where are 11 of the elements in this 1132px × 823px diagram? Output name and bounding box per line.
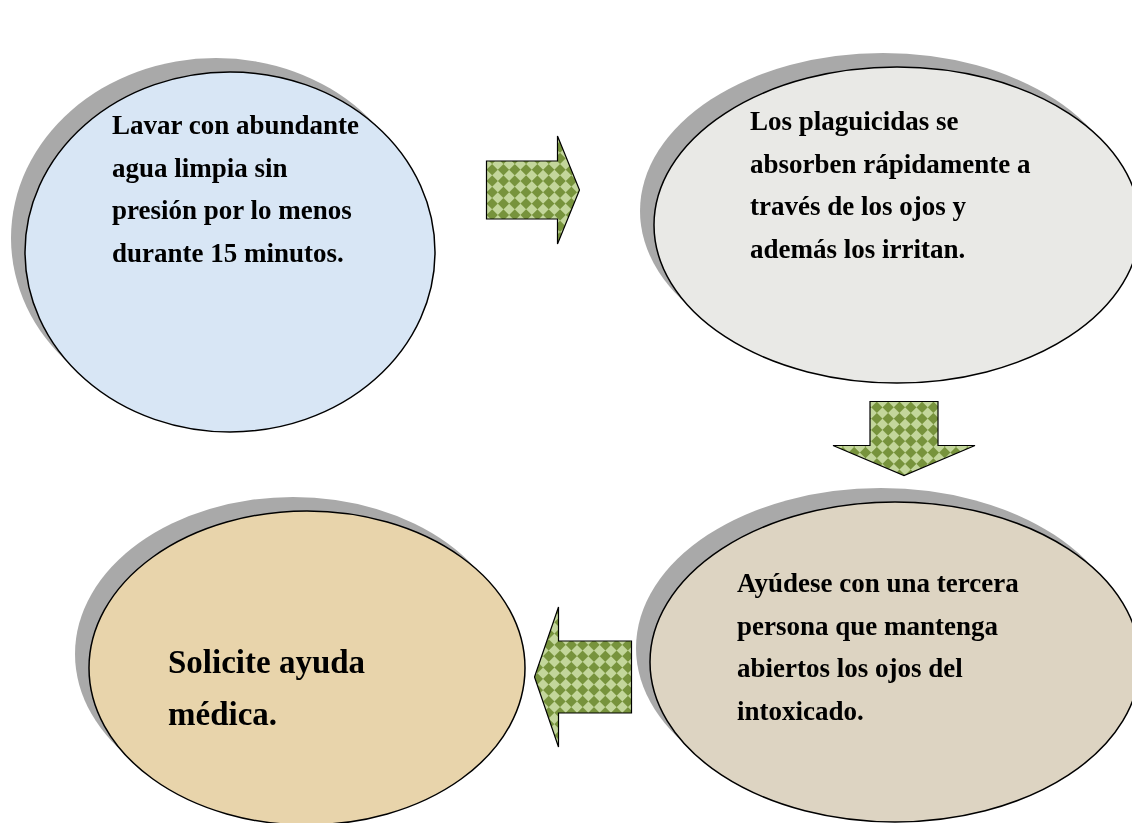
ellipse-node [640, 53, 1132, 384]
node-text: Lavar con abundante agua limpia sin presión por lo menos durante 15 minutos. [112, 109, 361, 270]
block-arrow [832, 400, 976, 477]
node-text: Los plaguicidas se absorben rápidamente a través de los ojos y además los irritan. [750, 105, 1032, 266]
block-arrow [485, 135, 581, 245]
ellipse-node [11, 58, 436, 433]
node-text: Ayúdese con una tercera persona que mantenga abiertos los ojos del intoxicado. [737, 567, 1020, 728]
node-text: Solicite ayuda médica. [168, 643, 367, 735]
block-arrow [533, 606, 633, 748]
ellipse-node [75, 497, 526, 823]
ellipse-node [636, 488, 1132, 823]
